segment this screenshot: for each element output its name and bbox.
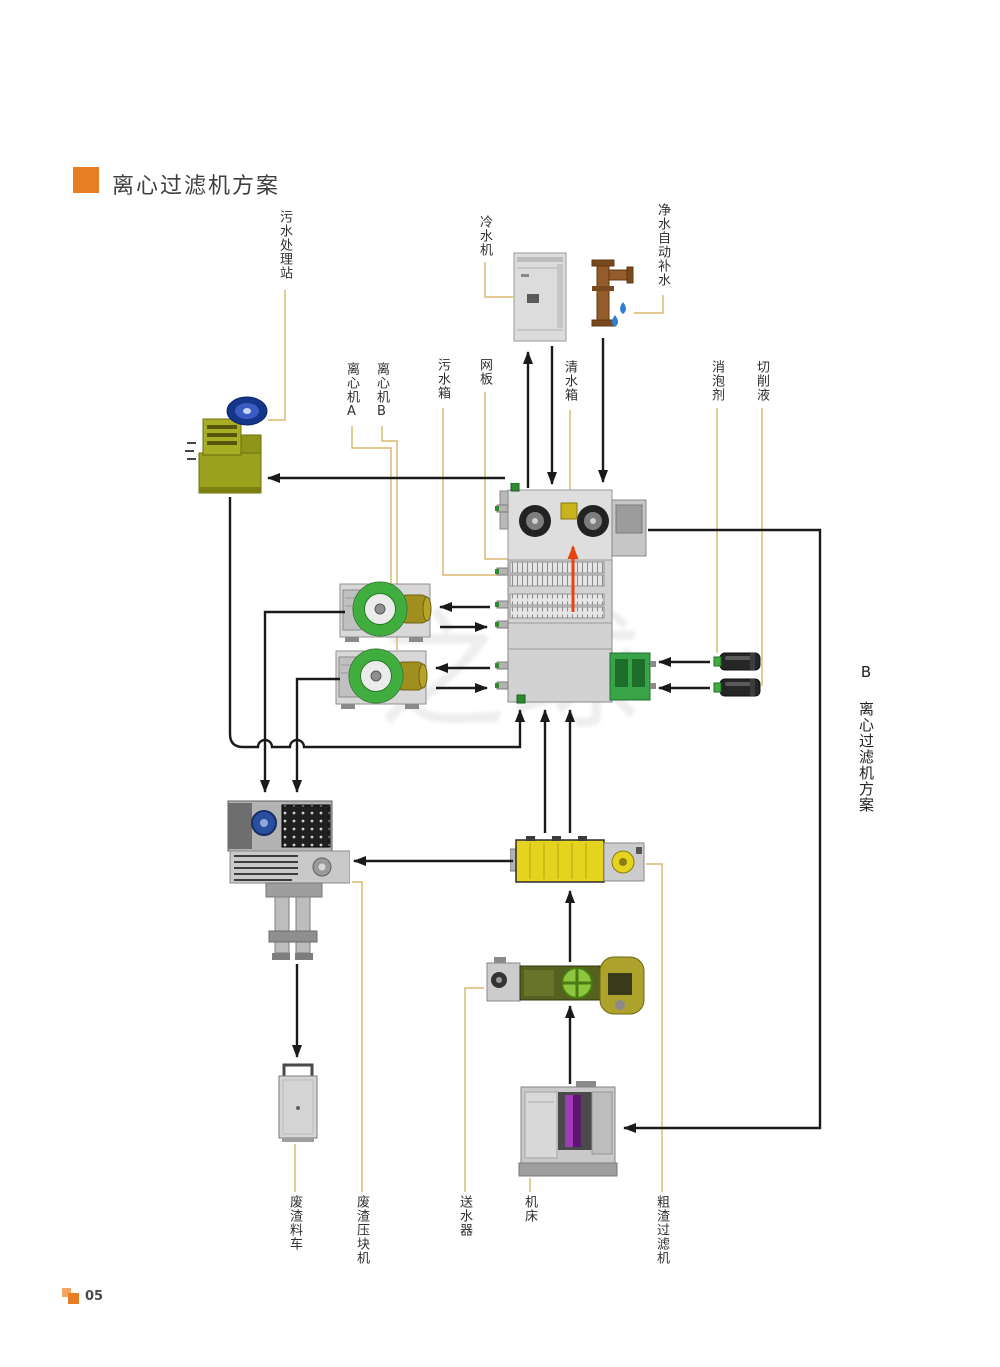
label-coarse-filter: 粗渣过滤机	[654, 1195, 669, 1265]
chiller-illustration	[513, 252, 567, 342]
label-sewage-station: 污水处理站	[277, 210, 292, 280]
side-caption: B 离心过滤机方案	[857, 663, 875, 813]
machine-tool-illustration	[518, 1080, 620, 1180]
centrifuge-a-illustration	[337, 578, 433, 644]
label-centrifuge-a: 离心机A	[344, 362, 359, 420]
label-centrifuge-b: 离心机B	[374, 362, 389, 420]
cutting-fluid-bottle-illustration	[712, 675, 764, 701]
label-clean-water-refill: 净水自动补水	[655, 203, 670, 287]
water-drop-icon	[620, 302, 626, 314]
refill-valve-illustration	[585, 258, 635, 336]
label-dirty-water-tank: 污水箱	[435, 358, 450, 400]
label-chiller: 冷水机	[477, 215, 492, 257]
label-clean-water-tank: 清水箱	[562, 360, 577, 402]
label-machine-tool: 机床	[522, 1195, 537, 1223]
label-water-feeder: 送水器	[457, 1195, 472, 1237]
label-defoamer: 消泡剂	[709, 360, 724, 402]
label-cutting-fluid: 切削液	[754, 360, 769, 402]
label-mesh-plate: 网板	[477, 358, 492, 386]
page-title: 离心过滤机方案	[112, 174, 281, 199]
footer-marker-icon	[62, 1288, 71, 1297]
centrifuge-b-illustration	[333, 645, 429, 711]
footer-marker-icon	[68, 1293, 79, 1304]
page-number: 05	[85, 1289, 104, 1304]
defoamer-bottle-illustration	[712, 649, 764, 675]
water-feeder-illustration	[482, 953, 647, 1018]
label-waste-cart: 废渣料车	[287, 1195, 302, 1251]
title-marker-icon	[73, 167, 99, 193]
waste-cart-illustration	[274, 1060, 322, 1146]
main-filter-machine-illustration	[495, 483, 660, 705]
sewage-station-illustration	[185, 395, 270, 500]
briquetting-press-illustration	[218, 793, 350, 965]
label-briquetting-press: 废渣压块机	[354, 1195, 369, 1265]
coarse-filter-illustration	[510, 835, 650, 887]
water-drop-icon	[612, 315, 618, 327]
